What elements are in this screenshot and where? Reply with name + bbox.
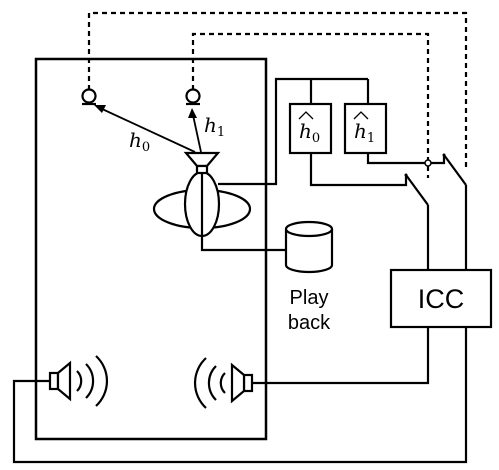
dashed-link-mic1 [191, 32, 430, 178]
svg-text:h1: h1 [354, 119, 375, 146]
icc-block: ICC [389, 268, 493, 329]
svg-text:h0: h0 [299, 119, 320, 146]
crossing-marker [424, 159, 432, 167]
label-h1: h1 [204, 113, 225, 140]
microphone-icon [185, 88, 201, 106]
dashed-link-mic0 [87, 11, 468, 170]
acoustic-path-h1 [188, 108, 202, 153]
filter-box-h0-hat: h0 [288, 102, 333, 155]
switch-icon [404, 153, 446, 177]
filter-box-h1-hat: h1 [343, 102, 388, 155]
icc-label: ICC [418, 284, 465, 314]
database-cylinder-icon [284, 220, 334, 274]
label-h0: h0 [129, 128, 150, 155]
playback-label-line1: Play [290, 287, 329, 309]
playback-label-line2: back [288, 312, 331, 334]
microphone-icon [81, 88, 97, 106]
talker-head-icon [152, 151, 252, 238]
loudspeaker-icon [193, 357, 254, 409]
loudspeaker-icon [48, 355, 109, 407]
wiring [12, 77, 468, 464]
acoustic-path-h0 [94, 105, 196, 153]
